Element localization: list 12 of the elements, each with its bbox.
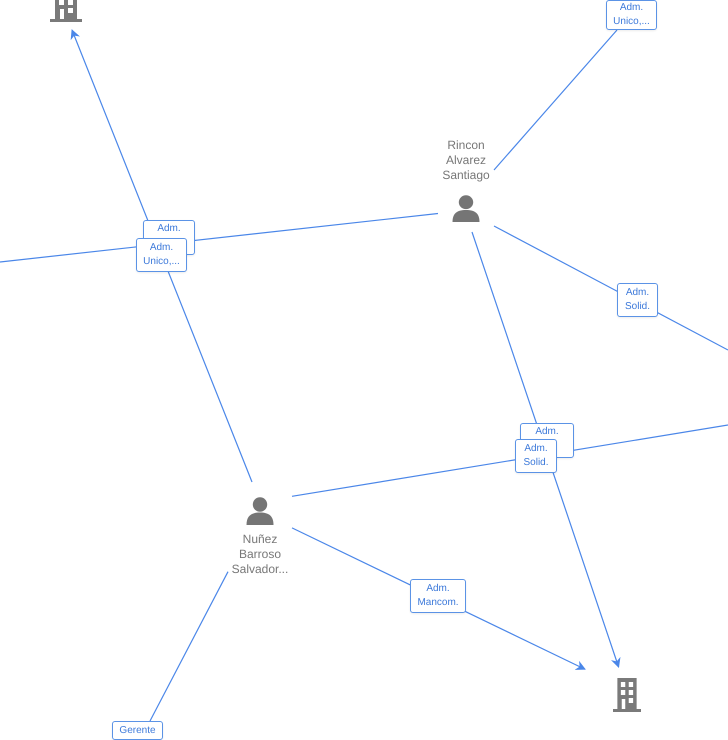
connector-line [149,571,229,722]
person-name: Nuñez Barroso Salvador... [230,532,290,577]
person-name: Rincon Alvarez Santiago [441,138,491,183]
edge-label: Adm. Unico,... [136,238,187,272]
edge-label: Adm. Mancom. [410,579,466,613]
edge-label: Adm. Solid. [617,283,658,317]
arrow [70,29,253,482]
edge-label: Adm. Solid. [515,439,557,473]
arrow [471,232,620,668]
edge-label: Adm. Unico,... [606,0,657,30]
edge-label: Gerente [112,721,163,740]
connector-line [494,30,618,170]
